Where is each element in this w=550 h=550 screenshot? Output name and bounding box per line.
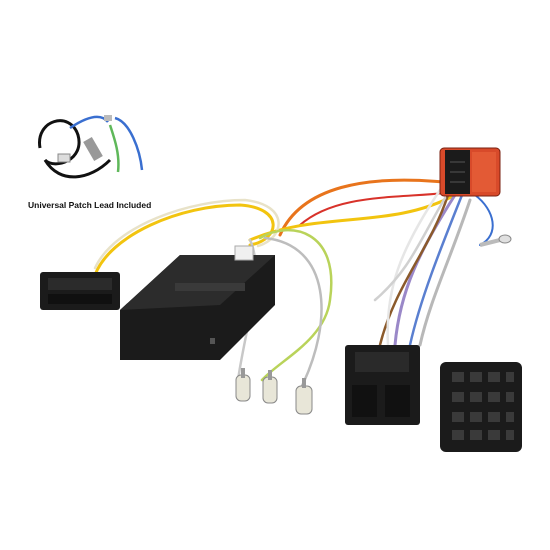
patch-lead-plug (57, 153, 71, 163)
patch-lead-wire-blue-2 (114, 116, 144, 171)
patch-lead-wire-black (38, 119, 81, 166)
wire-greenyellow (258, 229, 333, 382)
patch-lead-wire-green (108, 124, 120, 173)
patch-lead-terminal (104, 115, 112, 121)
patch-lead-jack (83, 136, 103, 162)
iso-connector-black (345, 345, 420, 425)
wire-loom (93, 178, 494, 392)
wire-brown (378, 193, 450, 347)
bullet-terminal-top (479, 234, 512, 247)
wire-orange (278, 178, 472, 237)
patch-lead-caption: Universal Patch Lead Included (28, 200, 152, 210)
patch-lead-kit (38, 115, 144, 179)
wire-grey-4 (373, 196, 447, 302)
patch-lead-wire-blue (69, 115, 109, 130)
steering-interface-box (120, 245, 275, 360)
patch-lead-wire-black-2 (43, 158, 112, 179)
wire-blue (408, 193, 464, 347)
iso-power-connector (439, 147, 501, 197)
terminal-1 (235, 368, 251, 402)
wire-grey-2 (263, 236, 323, 392)
terminal-3 (295, 378, 313, 415)
wire-purple (393, 193, 457, 347)
terminals-group (235, 368, 313, 415)
terminal-2 (262, 370, 278, 404)
socket-connector-left (40, 272, 120, 310)
wire-white-iso (386, 188, 442, 347)
wire-grey-3 (418, 198, 472, 347)
wire-blue-loop (474, 194, 494, 246)
quadlock-connector (440, 362, 522, 452)
